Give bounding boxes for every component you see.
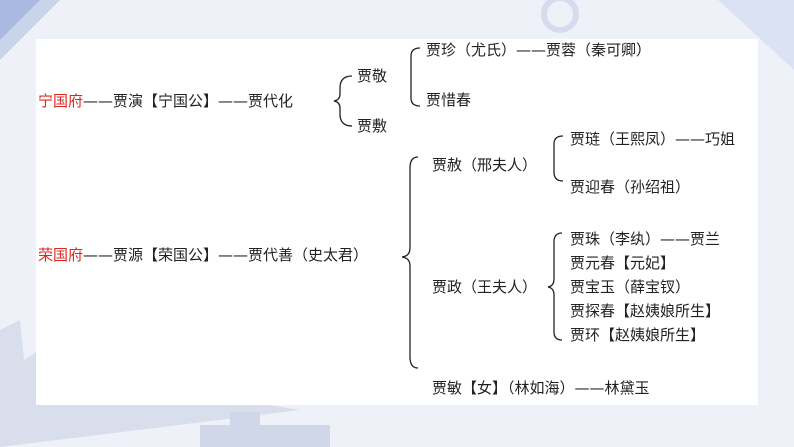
jialian-node: 贾琏（王熙凤）——巧姐 <box>570 130 736 148</box>
ningguo-name: 宁国府 <box>38 92 84 110</box>
jiatanchun-node: 贾探春【赵姨娘所生】 <box>570 302 721 320</box>
corner-triangle-inner <box>0 0 40 40</box>
city-silhouette <box>0 320 300 447</box>
jiabaoyu-node: 贾宝玉（薛宝钗） <box>570 278 691 296</box>
brace-daihua <box>333 75 353 127</box>
jiazheng-node: 贾政（王夫人） <box>432 278 538 296</box>
rongguo-chain: ——贾源【荣国公】——贾代善（史太君） <box>83 246 369 264</box>
ningguo-chain: ——贾演【宁国公】——贾代化 <box>83 92 294 110</box>
rongguo-line: 荣国府——贾源【荣国公】——贾代善（史太君） <box>38 246 368 264</box>
rongguo-name: 荣国府 <box>38 246 84 264</box>
jiayuanchun-node: 贾元春【元妃】 <box>570 254 676 272</box>
jiashe-node: 贾赦（邢夫人） <box>432 156 538 174</box>
jiajing-node: 贾敬 <box>357 67 388 85</box>
building-silhouette <box>200 412 330 447</box>
brace-zheng <box>547 232 563 341</box>
ningguo-line: 宁国府——贾演【宁国公】——贾代化 <box>38 92 293 110</box>
jiafu-node: 贾敷 <box>357 117 388 135</box>
jiaxichun-node: 贾惜春 <box>426 91 472 109</box>
ring-decor <box>541 0 579 33</box>
brace-daishan <box>401 156 419 369</box>
jiayingchun-node: 贾迎春（孙绍祖） <box>570 178 691 196</box>
jiahuan-node: 贾环【赵姨娘所生】 <box>570 326 706 344</box>
bracket-jing <box>410 47 421 107</box>
jiamin-node: 贾敏【女】（林如海）——林黛玉 <box>432 379 650 397</box>
bracket-she <box>553 135 564 182</box>
jiazhu-node: 贾珠（李纨）——贾兰 <box>570 230 721 248</box>
corner-shape <box>718 0 794 70</box>
jiazhen-node: 贾珍（尤氏）——贾蓉（秦可卿） <box>426 41 652 59</box>
content-card <box>36 39 758 405</box>
